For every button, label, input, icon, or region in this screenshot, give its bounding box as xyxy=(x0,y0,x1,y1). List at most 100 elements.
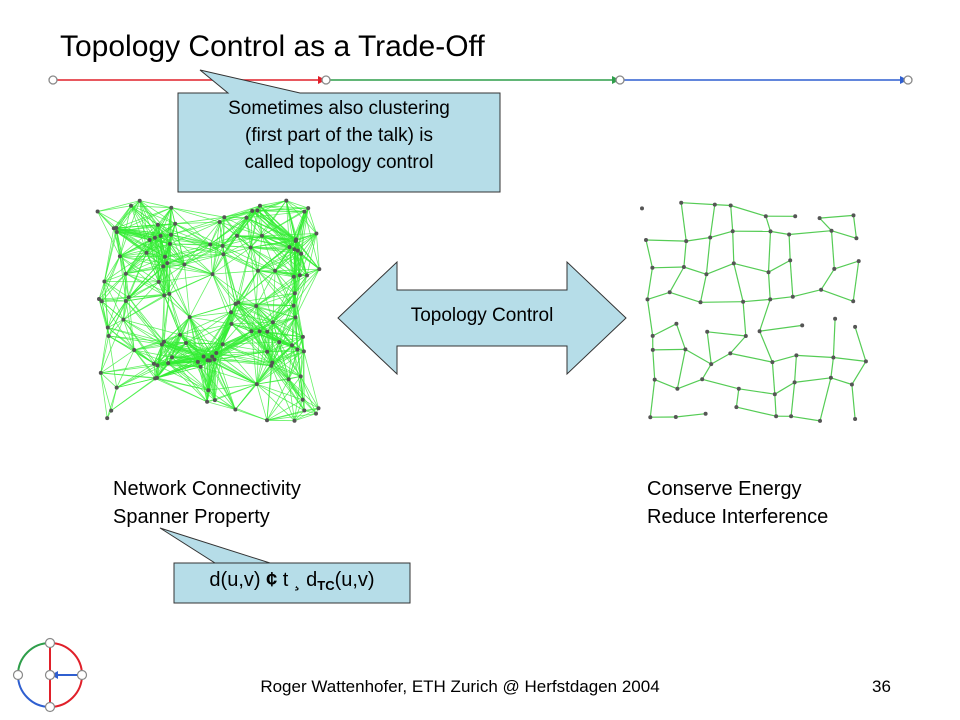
graph-edge xyxy=(189,311,232,318)
graph-node xyxy=(165,261,170,266)
graph-edge xyxy=(255,270,276,307)
graph-edge xyxy=(161,293,170,345)
graph-node xyxy=(731,261,736,266)
graph-edge xyxy=(179,311,232,336)
callout-top-line: called topology control xyxy=(244,152,434,173)
graph-edge xyxy=(125,252,147,302)
graph-node xyxy=(155,363,160,368)
graph-edge xyxy=(223,247,251,255)
graph-node xyxy=(114,385,119,390)
graph-edge xyxy=(146,224,159,253)
graph-edge xyxy=(771,362,776,395)
graph-edge xyxy=(295,317,304,338)
graph-edge xyxy=(212,273,232,325)
graph-edge xyxy=(161,316,190,345)
graph-edge xyxy=(701,363,712,380)
graph-node xyxy=(787,232,792,237)
graph-edge xyxy=(134,334,181,351)
graph-node xyxy=(132,348,137,352)
graph-edge xyxy=(250,247,257,307)
graph-edge xyxy=(222,343,268,353)
graph-node xyxy=(650,333,655,338)
graph-edge xyxy=(100,372,117,388)
graph-node xyxy=(774,414,779,419)
graph-node xyxy=(644,238,648,242)
graph-edge xyxy=(266,362,273,421)
graph-node xyxy=(681,265,686,269)
graph-node xyxy=(205,399,210,404)
graph-edge xyxy=(819,377,832,422)
graph-edge xyxy=(171,207,211,245)
graph-edge xyxy=(288,351,305,380)
graph-node xyxy=(317,267,322,272)
graph-edge xyxy=(819,214,854,219)
graph-edge xyxy=(169,273,213,295)
graph-node xyxy=(162,293,167,298)
graph-node xyxy=(265,329,270,334)
graph-edge xyxy=(113,227,161,237)
graph-edge xyxy=(231,323,268,353)
graph-edge xyxy=(274,270,296,294)
graph-edge xyxy=(212,356,272,367)
graph-edge xyxy=(222,321,274,345)
graph-edge xyxy=(164,256,213,275)
graph-edge xyxy=(119,255,159,283)
graph-edge xyxy=(854,326,867,362)
graph-node xyxy=(270,320,275,325)
graph-edge xyxy=(272,276,295,323)
graph-edge xyxy=(266,305,294,352)
graph-edge xyxy=(113,200,140,229)
graph-edge xyxy=(714,204,731,207)
graph-node xyxy=(159,342,164,347)
graph-node xyxy=(675,386,680,391)
graph-edge xyxy=(259,205,263,236)
graph-node xyxy=(265,349,270,354)
graph-edge xyxy=(237,302,252,332)
graph-node xyxy=(173,221,178,226)
graph-node xyxy=(229,310,233,315)
graph-edge xyxy=(222,343,272,367)
graph-edge xyxy=(291,336,304,346)
graph-edge xyxy=(261,235,296,241)
graph-node xyxy=(314,231,319,236)
graph-edge xyxy=(288,378,319,409)
graph-node xyxy=(260,233,264,238)
graph-edge xyxy=(200,366,208,402)
graph-edge xyxy=(677,378,703,390)
graph-edge xyxy=(216,351,268,354)
graph-edge xyxy=(153,356,173,365)
graph-node xyxy=(741,299,746,304)
graph-edge xyxy=(286,200,317,234)
graph-edge xyxy=(819,217,832,232)
graph-node xyxy=(258,203,262,208)
graph-edge xyxy=(236,235,295,250)
graph-edge xyxy=(304,211,320,270)
graph-node xyxy=(169,205,174,210)
graph-edge xyxy=(222,235,263,247)
callout-top-text: Sometimes also clustering (first part of… xyxy=(178,95,500,176)
graph-node xyxy=(768,297,773,302)
graph-edge xyxy=(166,263,170,294)
graph-node xyxy=(286,377,291,382)
graph-edge xyxy=(156,377,209,391)
graph-edge xyxy=(288,345,293,380)
graph-edge xyxy=(108,335,162,345)
graph-node xyxy=(166,361,171,366)
graph-edge xyxy=(113,227,147,254)
graph-edge xyxy=(157,224,164,267)
graph-node xyxy=(829,228,834,233)
graph-edge xyxy=(139,200,161,237)
graph-node xyxy=(270,360,275,365)
graph-node xyxy=(645,297,650,302)
timeline-node xyxy=(48,75,58,85)
graph-edge xyxy=(768,259,791,273)
graph-edge xyxy=(702,378,739,390)
graph-edge xyxy=(294,268,320,294)
graph-edge xyxy=(113,227,166,258)
graph-edge xyxy=(286,200,305,212)
graph-edge xyxy=(266,317,296,352)
graph-edge xyxy=(106,387,118,419)
graph-edge xyxy=(167,262,213,275)
graph-edge xyxy=(97,211,121,257)
graph-edge xyxy=(113,224,158,229)
